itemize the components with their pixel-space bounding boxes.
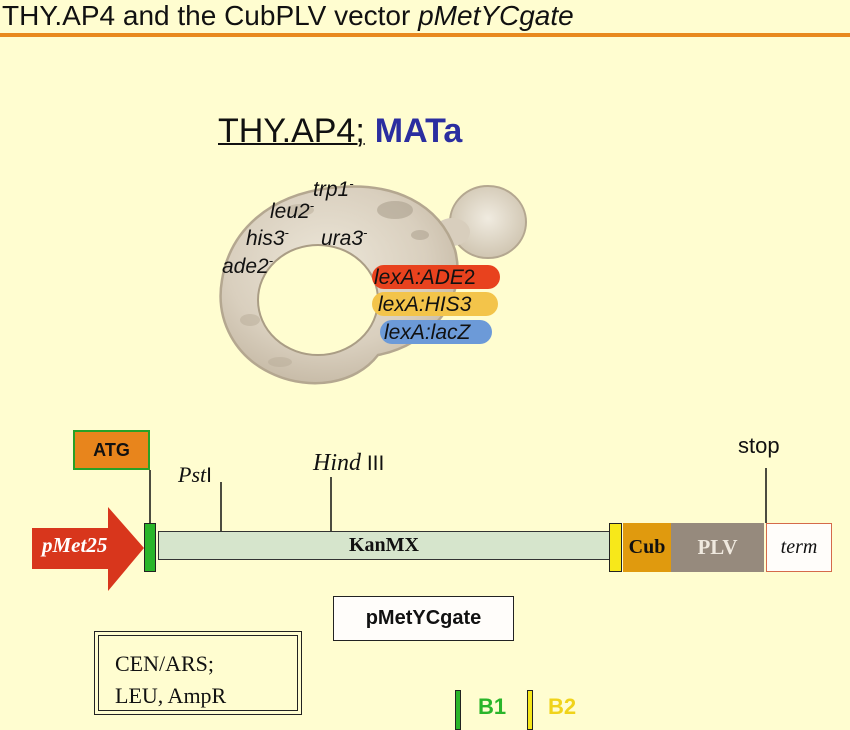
promoter-arrow [32, 507, 144, 591]
reporter-his3-name: lexA:HIS3 [378, 293, 472, 316]
slide-title-vector: pMetYCgate [418, 0, 574, 31]
reporter-band-lacz [380, 320, 492, 344]
plasmid-features-box: CEN/ARS; LEU, AmpR [94, 631, 302, 715]
strain-heading: THY.AP4;MATa [218, 112, 462, 151]
gene-trp1: trp1- [313, 176, 354, 202]
gene-his3-suffix: - [284, 225, 289, 240]
plasmid-features-inner: CEN/ARS; LEU, AmpR [98, 635, 298, 711]
reporter-band-ade2 [372, 265, 500, 289]
hindiii-name: Hind [313, 450, 361, 476]
b1-recombination-site [144, 523, 156, 572]
gene-leu2-suffix: - [309, 198, 315, 213]
legend-b2-swatch [527, 690, 533, 730]
psti-name: Pst [178, 462, 207, 487]
reporter-lacz: lexA:lacZ [384, 321, 470, 345]
gene-ura3-name: ura3 [321, 227, 364, 250]
atg-start-codon-box: ATG [73, 430, 150, 470]
title-divider [0, 33, 850, 37]
gene-his3-name: his3 [246, 227, 285, 250]
reporter-band-his3 [372, 292, 498, 316]
gene-ura3-suffix: - [363, 225, 368, 240]
hindiii-site-label: Hind III [313, 450, 384, 477]
terminator: term [766, 523, 832, 572]
strain-name: THY.AP4; [218, 112, 365, 150]
gene-ade2-suffix: - [268, 253, 274, 268]
legend-b1-swatch [455, 690, 461, 730]
gene-leu2-name: leu2 [270, 200, 310, 223]
gene-trp1-suffix: - [349, 176, 354, 191]
gene-ade2: ade2- [222, 253, 273, 279]
reporter-ade2-suffix: 2 [463, 266, 476, 289]
gene-leu2: leu2- [270, 198, 314, 224]
stop-label: stop [738, 433, 780, 458]
legend-b1-label: B1 [478, 694, 507, 719]
plasmid-name-box: pMetYCgate [333, 596, 514, 641]
slide-title: THY.AP4 and the CubPLV vector pMetYCgate [2, 0, 574, 32]
promoter-label: pMet25 [42, 533, 108, 557]
reporter-lacz-name: lexA:lacZ [384, 321, 471, 344]
b2-recombination-site [609, 523, 622, 572]
psti-suffix: I [206, 464, 212, 487]
gene-ura3: ura3- [321, 225, 367, 251]
reporter-ade2-name: lexA:ADE [374, 266, 464, 289]
legend-b2-label: B2 [548, 694, 577, 719]
gene-his3: his3- [246, 225, 289, 251]
mating-type: MATa [374, 112, 463, 150]
reporter-ade2: lexA:ADE2 [374, 266, 476, 290]
slide-title-text: THY.AP4 and the CubPLV vector [2, 0, 419, 31]
gene-ade2-name: ade2 [222, 255, 269, 278]
plasmid-feature-origin: CEN/ARS; [115, 651, 215, 676]
cub-domain: Cub [623, 523, 671, 572]
kanmx-cassette: KanMX [158, 531, 610, 560]
reporter-his3: lexA:HIS3 [378, 293, 471, 317]
gene-trp1-name: trp1 [313, 178, 350, 201]
hindiii-suffix: III [361, 452, 385, 475]
psti-site-label: PstI [178, 462, 212, 488]
plasmid-feature-selection: LEU, AmpR [115, 683, 227, 708]
plv-domain: PLV [671, 523, 764, 572]
